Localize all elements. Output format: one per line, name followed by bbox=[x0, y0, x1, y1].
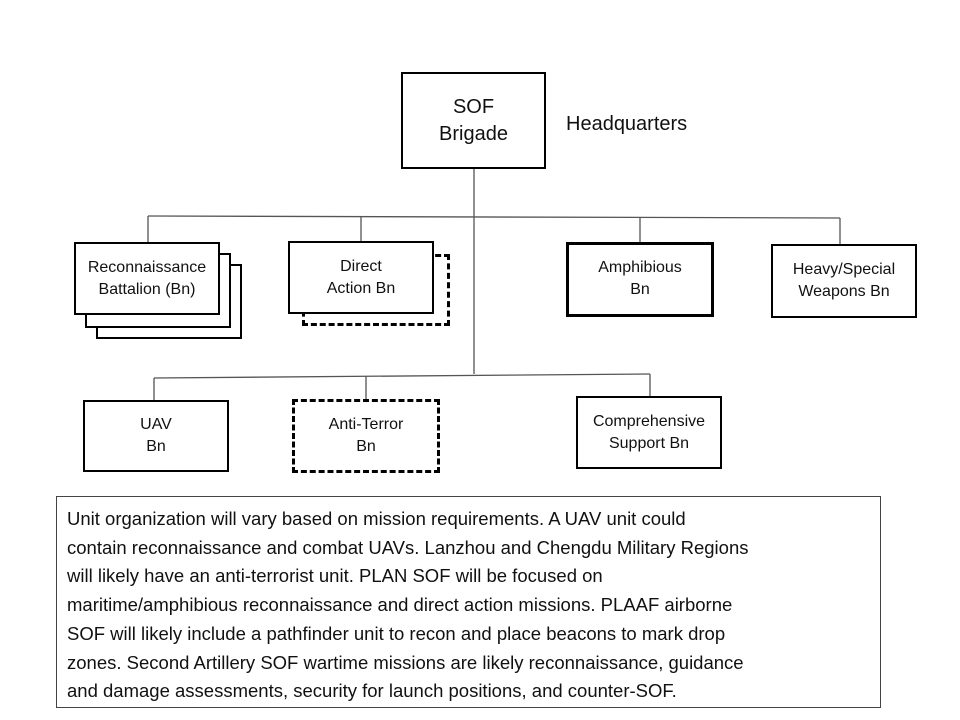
notes-line: maritime/amphibious reconnaissance and d… bbox=[67, 594, 733, 616]
notes-line: SOF will likely include a pathfinder uni… bbox=[67, 622, 726, 644]
support-line1: Comprehensive bbox=[592, 412, 706, 430]
connector-row1-bus bbox=[147, 215, 841, 219]
notes-line: Unit organization will vary based on mis… bbox=[67, 508, 686, 529]
heavy-weapons-line2: Weapons Bn bbox=[798, 283, 890, 300]
notes-line: will likely have an anti-terrorist unit.… bbox=[67, 565, 603, 587]
notes-box: Unit organization will vary based on mis… bbox=[56, 496, 881, 708]
notes-line: contain reconnaissance and combat UAVs. … bbox=[67, 536, 749, 558]
uav-box: UAV Bn bbox=[83, 400, 229, 472]
heavy-weapons-line1: Heavy/Special bbox=[792, 261, 896, 279]
uav-line1: UAV bbox=[140, 416, 172, 434]
anti-terror-box: Anti-Terror Bn bbox=[292, 399, 440, 473]
recon-battalion-box: Reconnaissance Battalion (Bn) bbox=[74, 242, 220, 315]
hq-label: Headquarters bbox=[566, 113, 688, 135]
support-line2: Support Bn bbox=[608, 434, 690, 452]
amphibious-line2: Bn bbox=[630, 280, 650, 298]
heavy-weapons-box: Heavy/Special Weapons Bn bbox=[771, 244, 917, 318]
connector-row2-bus bbox=[153, 373, 651, 379]
notes-line: and damage assessments, security for lau… bbox=[67, 680, 677, 702]
anti-terror-line1: Anti-Terror bbox=[328, 416, 404, 434]
notes-line: zones. Second Artillery SOF wartime miss… bbox=[67, 651, 744, 673]
recon-battalion-line2: Battalion (Bn) bbox=[98, 280, 196, 298]
hq-box: SOF Brigade bbox=[401, 72, 546, 169]
amphibious-line1: Amphibious bbox=[598, 259, 682, 276]
hq-box-line2: Brigade bbox=[439, 122, 508, 145]
direct-action-line2: Action Bn bbox=[326, 279, 396, 297]
direct-action-line1: Direct bbox=[340, 257, 382, 275]
support-box: Comprehensive Support Bn bbox=[576, 396, 722, 469]
recon-battalion-line1: Reconnaissance bbox=[87, 258, 207, 276]
anti-terror-line2: Bn bbox=[356, 438, 376, 455]
uav-line2: Bn bbox=[146, 438, 166, 455]
direct-action-box: Direct Action Bn bbox=[288, 241, 434, 314]
amphibious-box: Amphibious Bn bbox=[566, 242, 714, 317]
hq-box-line1: SOF bbox=[452, 95, 495, 118]
